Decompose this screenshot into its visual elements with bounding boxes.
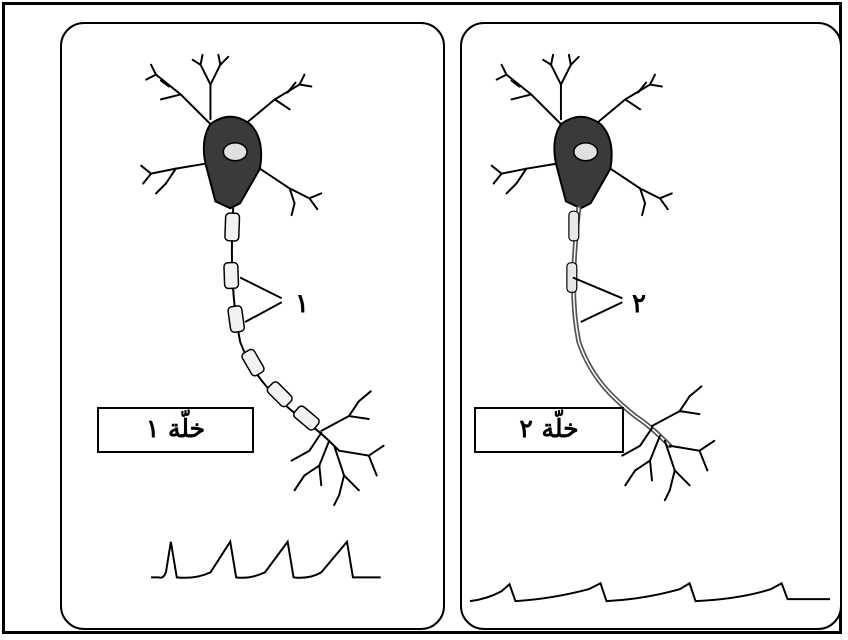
soma — [204, 117, 261, 209]
pointer-number-1: ١ — [295, 291, 309, 317]
cell-1-drawing — [62, 24, 443, 628]
pointer-lines — [240, 278, 282, 323]
cell-1-panel: ١ خلّة ١ — [60, 22, 445, 630]
cell-2-panel: ٢ خلّة ٢ — [460, 22, 842, 630]
figure-frame: ١ خلّة ١ — [2, 2, 842, 634]
cell-2-label: خلّة ٢ — [474, 407, 624, 453]
pointer-lines — [573, 278, 622, 323]
soma — [554, 117, 611, 209]
signal-trace — [470, 583, 830, 601]
myelin-segments — [224, 213, 321, 432]
signal-trace — [151, 542, 381, 578]
cell-2-drawing — [462, 24, 840, 628]
cell-1-label: خلّة ١ — [97, 407, 254, 453]
sheath-segment — [569, 211, 579, 241]
pointer-number-2: ٢ — [632, 291, 646, 317]
nucleus — [223, 143, 247, 161]
nucleus — [574, 143, 598, 161]
